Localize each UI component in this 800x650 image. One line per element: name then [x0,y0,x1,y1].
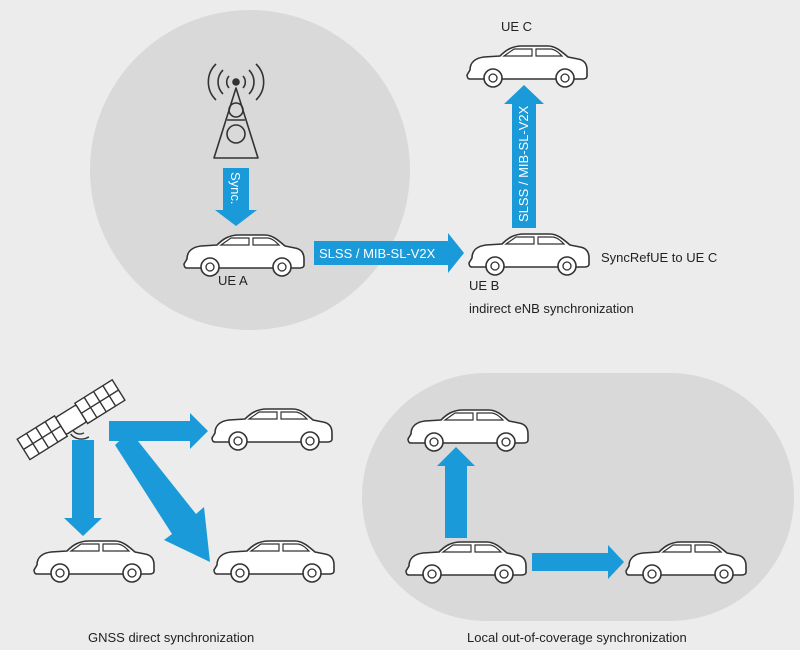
ue-b-sub-label: indirect eNB synchronization [469,301,634,316]
car-icon-gnss-2 [33,540,155,583]
ue-c-label: UE C [501,19,532,34]
local-caption: Local out-of-coverage synchronization [467,630,687,645]
local-coverage-area [362,373,794,621]
sync-label: Sync. [228,172,243,205]
syncref-label: SyncRefUE to UE C [601,250,717,265]
slss-bc-label: SLSS / MIB-SL-V2X [516,105,531,222]
local-arrow-right [532,545,624,579]
ue-a-label: UE A [218,273,248,288]
car-icon-gnss-1 [211,408,333,451]
satellite-icon [16,378,126,461]
slss-ab-label: SLSS / MIB-SL-V2X [319,246,436,261]
slss-arrow-a-to-b: SLSS / MIB-SL-V2X [314,233,464,273]
gnss-arrow-down [64,440,102,536]
ue-b-label: UE B [469,278,499,293]
cell-tower-icon [207,63,265,159]
gnss-arrow-diagonal [115,431,210,562]
car-icon-ue-c [466,45,588,88]
gnss-caption: GNSS direct synchronization [88,630,254,645]
car-icon-gnss-3 [213,540,335,583]
sync-arrow: Sync. [215,168,257,226]
local-arrow-up [437,447,475,538]
enb-coverage-area [90,10,410,330]
car-icon-ue-b [468,233,590,276]
slss-arrow-b-to-c: SLSS / MIB-SL-V2X [504,85,544,228]
